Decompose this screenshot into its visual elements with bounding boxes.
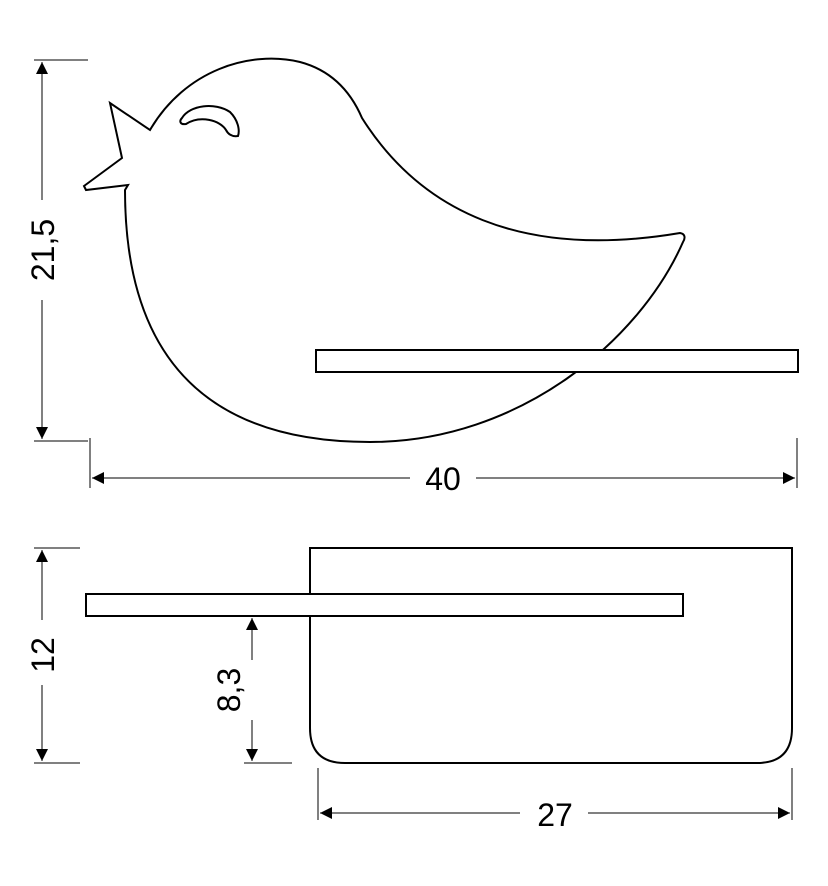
side-body	[309, 547, 793, 764]
dimension-shelf-height: 8,3	[211, 668, 247, 712]
dimension-depth-side: 27	[537, 797, 573, 833]
dimension-height-side: 12	[25, 637, 61, 673]
shelf-side	[85, 593, 684, 617]
side-view	[85, 547, 793, 764]
shelf-front	[315, 349, 799, 373]
dimension-height-top: 21,5	[25, 219, 61, 281]
bird-outline	[82, 57, 686, 444]
dimension-width-top: 40	[425, 461, 461, 497]
bird-front-view	[82, 57, 799, 444]
bird-eye	[179, 105, 240, 138]
